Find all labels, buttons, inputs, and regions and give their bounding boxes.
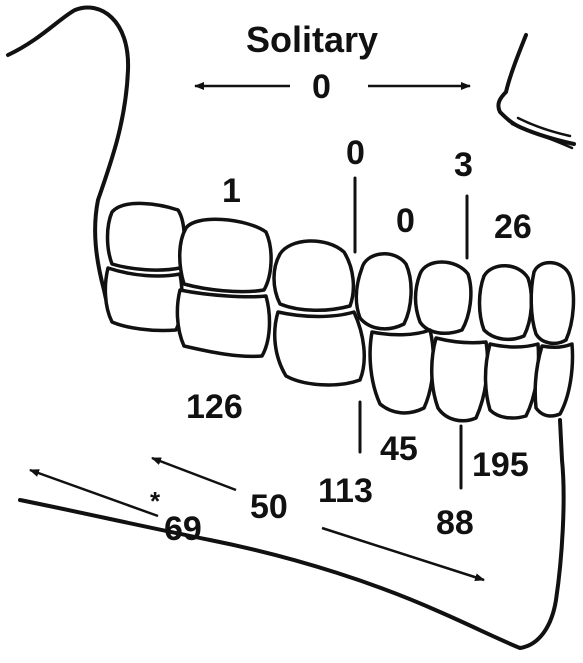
label-upper-incisor: 26 xyxy=(494,210,532,244)
lower-arrow-left-inner xyxy=(152,458,236,490)
asterisk-marker: * xyxy=(150,488,160,514)
label-lower-incisor-outer: 88 xyxy=(436,506,474,540)
label-solitary-count: 0 xyxy=(312,70,331,104)
label-lower-canine-outer: 50 xyxy=(250,490,288,524)
label-lower-incisor-inner: 195 xyxy=(472,448,529,482)
lower-arrow-left-outer xyxy=(30,470,158,516)
label-lower-molar-outer: 69 xyxy=(164,512,202,546)
label-lower-molar: 126 xyxy=(186,390,243,424)
label-upper-canine: 0 xyxy=(346,136,365,170)
nose-outline xyxy=(498,35,574,144)
label-lower-premolar-2: 113 xyxy=(318,474,373,508)
label-upper-molar: 1 xyxy=(222,174,241,208)
nose-detail xyxy=(512,118,572,148)
label-upper-premolar-2: 3 xyxy=(454,148,473,182)
title-solitary: Solitary xyxy=(246,22,378,58)
label-lower-premolar-1: 45 xyxy=(380,432,418,466)
label-upper-premolar-1: 0 xyxy=(396,204,415,238)
